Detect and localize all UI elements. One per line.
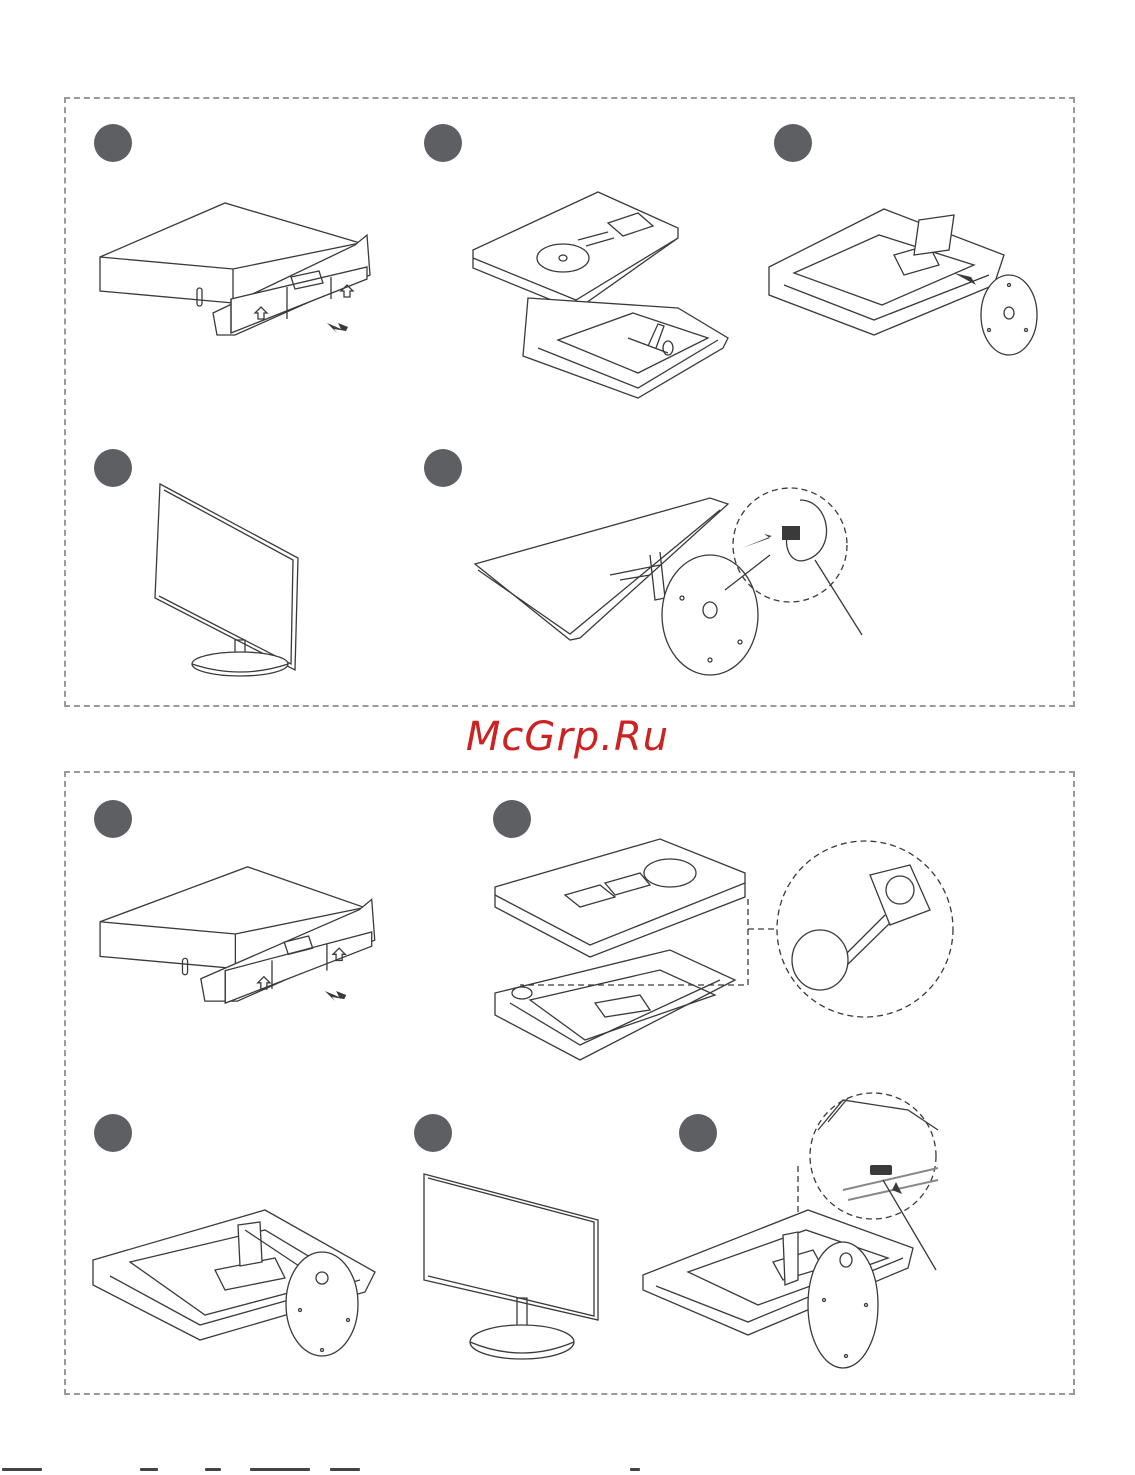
stand-base-attach-icon — [90, 1200, 385, 1360]
box-sliding-out-icon — [95, 195, 385, 345]
step-marker — [424, 449, 462, 487]
step-marker — [414, 1114, 452, 1152]
watermark-text: McGrp.Ru — [0, 714, 1135, 760]
foam-tray-stand-detail-icon — [490, 835, 960, 1070]
stand-base-attach-icon — [764, 205, 1044, 365]
box-sliding-out-icon — [95, 855, 390, 1015]
step-marker — [94, 124, 132, 162]
step-marker — [774, 124, 812, 162]
monitor-front-icon — [420, 1170, 602, 1365]
page-footer — [0, 1462, 1135, 1475]
step-marker — [493, 800, 531, 838]
step-marker — [424, 124, 462, 162]
monitor-front-icon — [150, 480, 305, 680]
cable-clip-detail-icon — [638, 1090, 948, 1375]
step-marker — [94, 449, 132, 487]
step-marker — [94, 800, 132, 838]
foam-tray-opened-icon — [468, 188, 748, 413]
stand-screw-detail-icon — [470, 470, 865, 675]
step-marker — [94, 1114, 132, 1152]
